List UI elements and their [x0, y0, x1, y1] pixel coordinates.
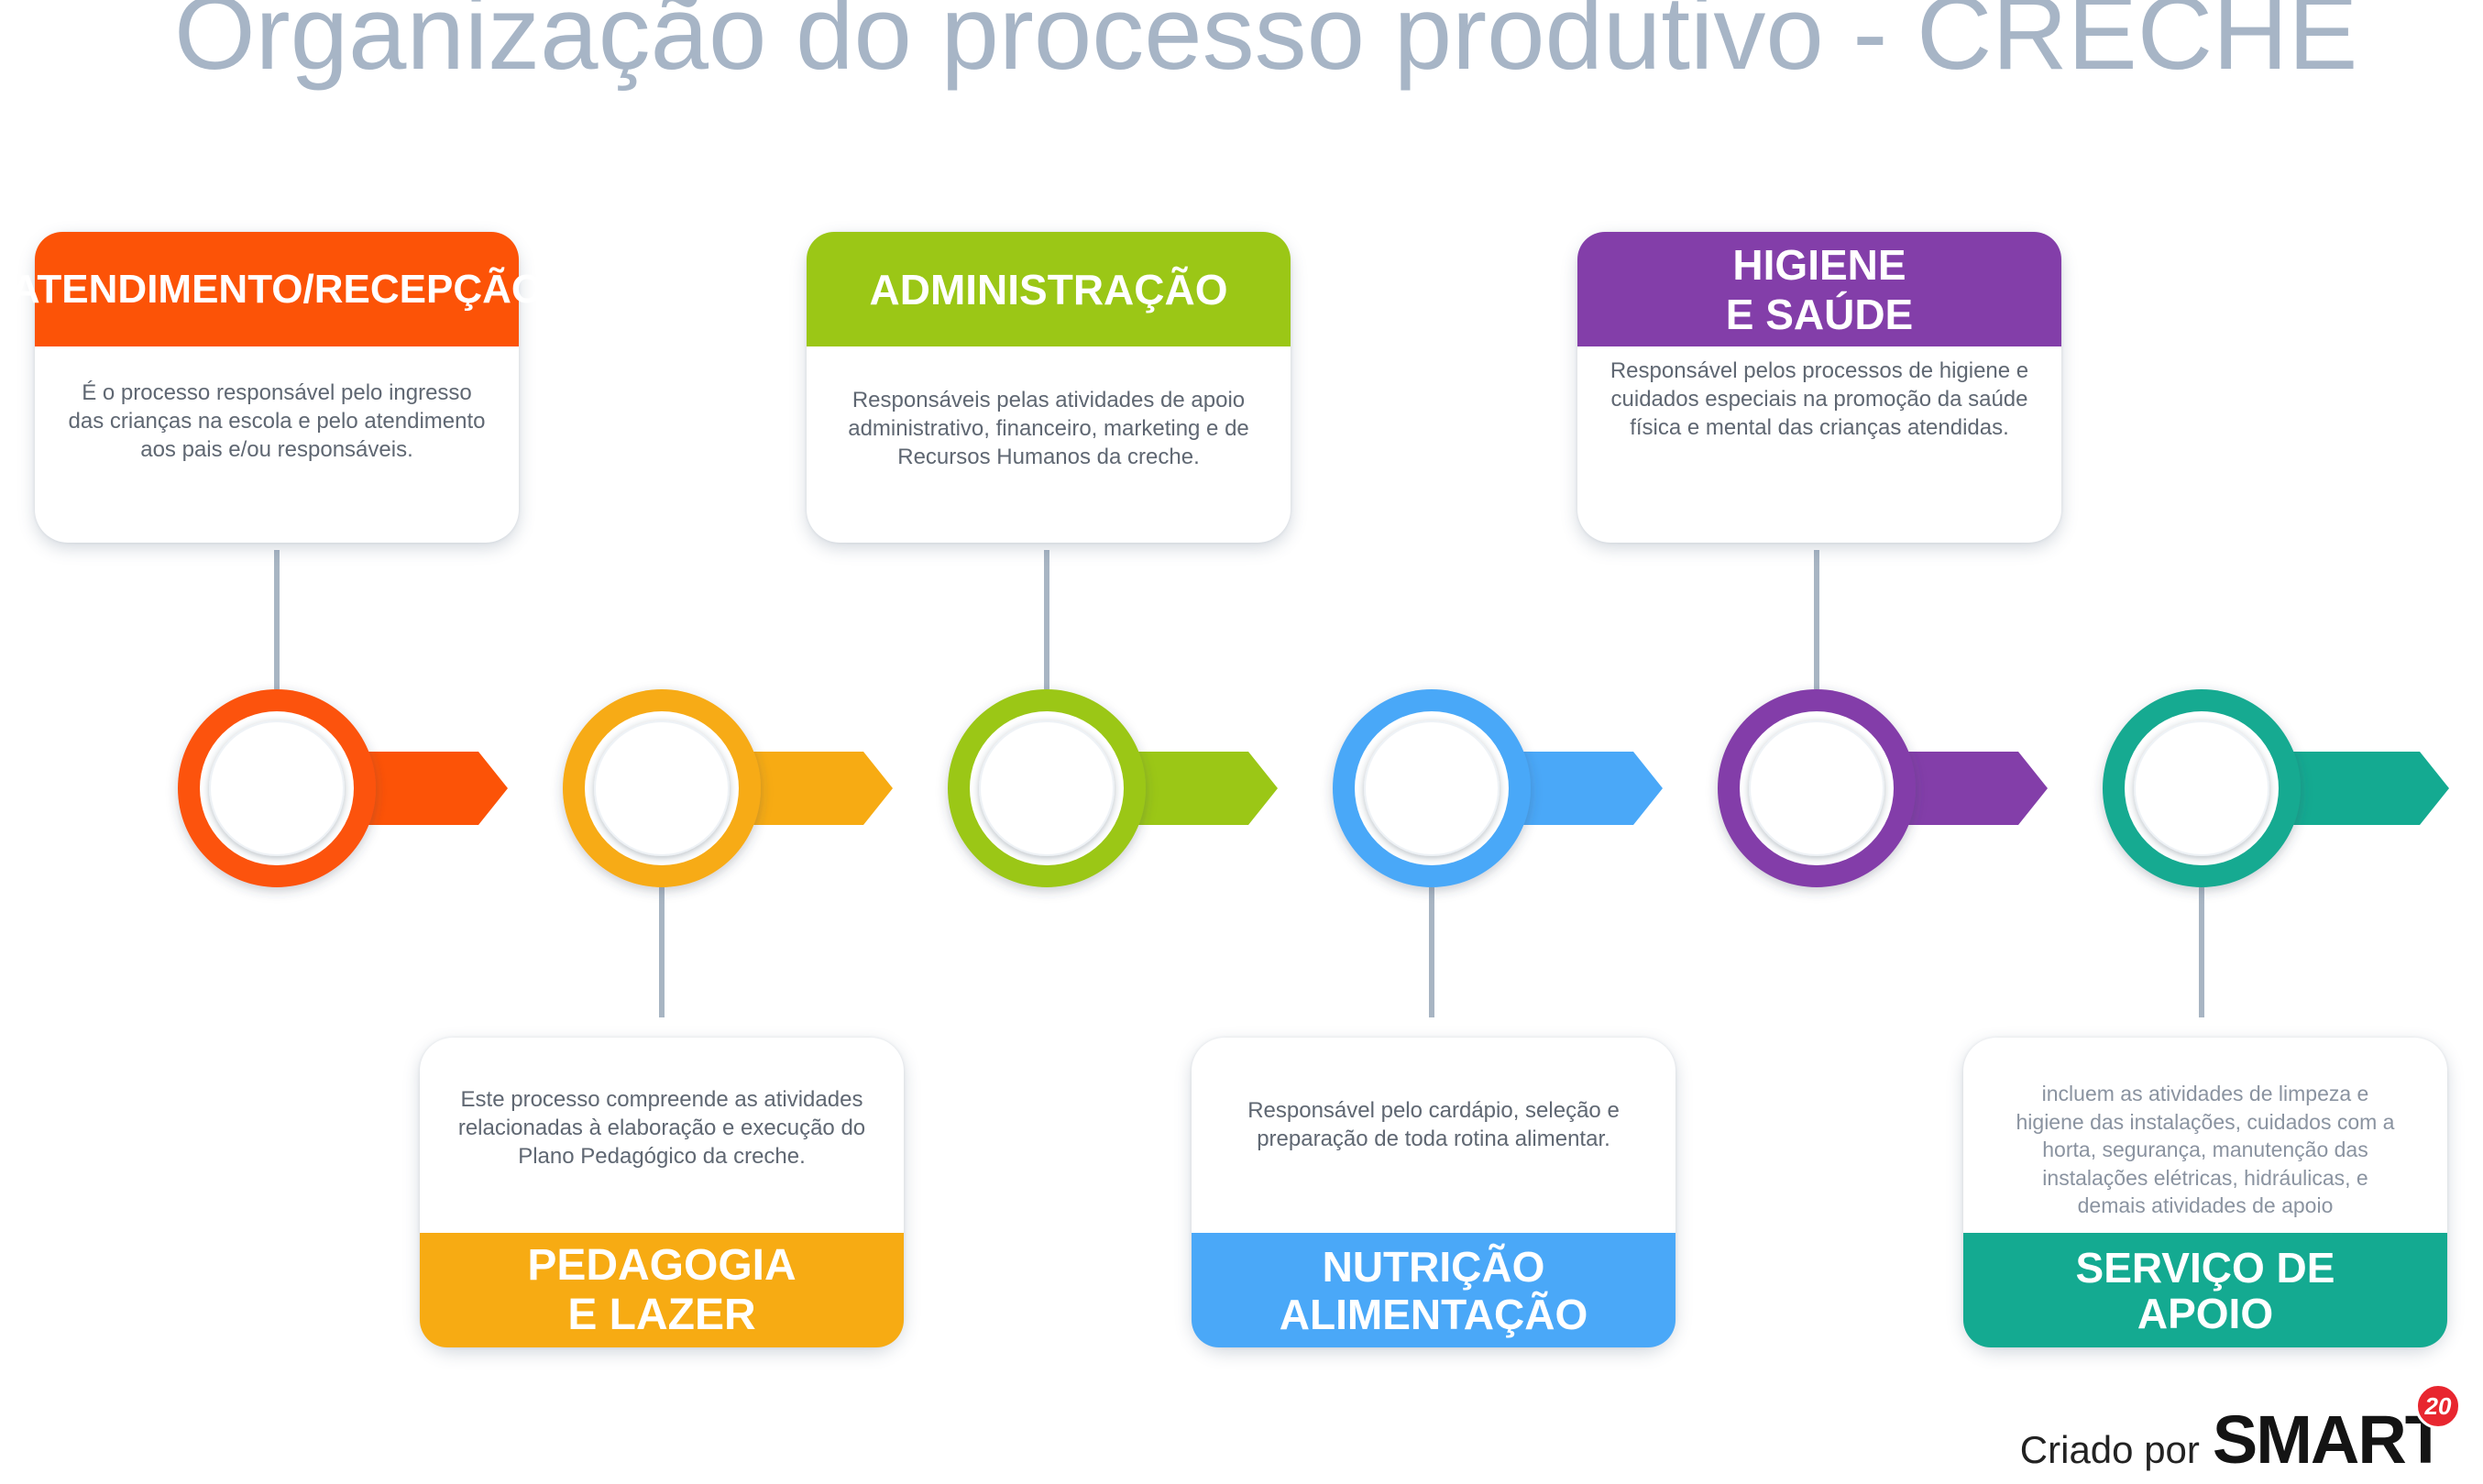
step-card-administracao: ADMINISTRAÇÃO Responsáveis pelas ativida… [807, 232, 1291, 543]
step-circle-administracao [948, 689, 1146, 887]
step-circle-pedagogia [563, 689, 761, 887]
step-circle-atendimento [178, 689, 376, 887]
step-circle-higiene [1718, 689, 1916, 887]
step-circle-nutricao [1333, 689, 1531, 887]
smart-logo-wordmark: SMART [2212, 1402, 2446, 1478]
step-circle-servico [2103, 689, 2301, 887]
step-description-atendimento: É o processo responsável pelo ingresso d… [68, 380, 486, 462]
step-circles [178, 689, 2301, 887]
step-description-higiene: Responsável pelos processos de higiene e… [1610, 358, 2029, 440]
step-header-servico: SERVIÇO DE APOIO [1963, 1233, 2447, 1347]
step-description-nutricao: Responsável pelo cardápio, seleção e pre… [1247, 1098, 1620, 1151]
credit: Criado por SMART 20 [2019, 1383, 2461, 1478]
step-description-pedagogia: Este processo compreende as atividades r… [457, 1087, 866, 1169]
smart-logo-badge: 20 [2415, 1383, 2461, 1429]
step-header-higiene: HIGIENE E SAÚDE [1577, 232, 2061, 346]
step-card-pedagogia: PEDAGOGIA E LAZER Este processo compreen… [420, 1038, 904, 1347]
step-description-servico: incluem as atividades de limpeza e higie… [2016, 1082, 2395, 1217]
step-card-nutricao: NUTRIÇÃO ALIMENTAÇÃO Responsável pelo ca… [1192, 1038, 1675, 1347]
step-header-nutricao: NUTRIÇÃO ALIMENTAÇÃO [1192, 1233, 1675, 1347]
step-card-servico: SERVIÇO DE APOIO incluem as atividades d… [1963, 1038, 2447, 1347]
step-header-administracao: ADMINISTRAÇÃO [807, 232, 1291, 346]
step-card-higiene: HIGIENE E SAÚDE Responsável pelos proces… [1577, 232, 2061, 543]
connector-lines [274, 550, 2204, 1017]
credit-label: Criado por [2019, 1428, 2200, 1471]
step-header-pedagogia: PEDAGOGIA E LAZER [420, 1233, 904, 1347]
step-header-atendimento: ATENDIMENTO/RECEPÇÃO [11, 232, 543, 346]
step-card-atendimento: ATENDIMENTO/RECEPÇÃO É o processo respon… [11, 232, 543, 543]
smart-logo: SMART 20 [2212, 1383, 2461, 1478]
step-description-administracao: Responsáveis pelas atividades de apoio a… [848, 388, 1249, 469]
page-title: Organização do processo produtivo - CREC… [174, 0, 2358, 92]
